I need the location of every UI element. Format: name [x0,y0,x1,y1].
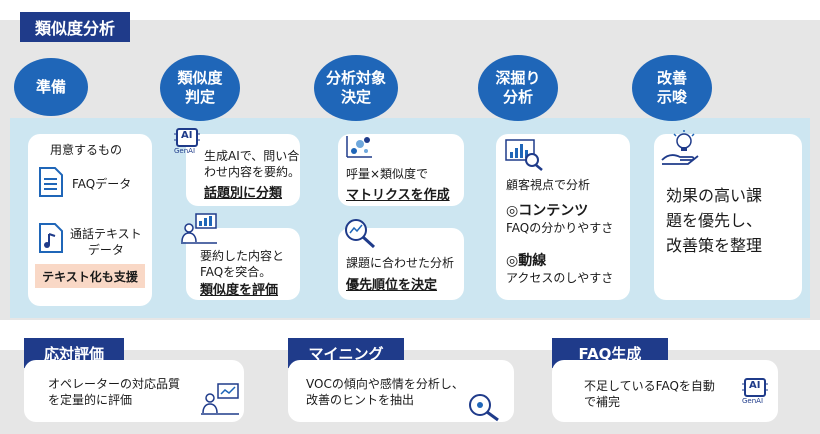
similarity-card-2-bold: 類似度を評価 [200,283,279,298]
step-prep-label: 準備 [35,77,66,96]
genai-label: GenAI [174,147,196,155]
target-card-2-bold: 優先順位を決定 [346,278,438,293]
step-improve-label: 改善 示唆 [656,69,687,106]
target-card-2-text: 課題に合わせた分析 [346,256,455,270]
chart-magnifier-icon [505,139,543,171]
magnifier-hand-icon [469,394,499,422]
down-arrow [222,208,266,224]
bottom-text-mining: VOCの傾向や感情を分析し、 改善のヒントを抽出 [306,377,464,408]
bubble-chart-icon [346,136,372,158]
step-deep-label: 深掘り 分析 [495,69,541,106]
similarity-card-2-text: 要約した内容と FAQを突合。 [200,249,285,280]
page-title: 類似度分析 [20,12,130,42]
deep-intro: 顧客視点で分析 [506,178,591,192]
step-improve: 改善 示唆 [632,55,712,121]
similarity-card-1 [186,134,300,206]
step-prep: 準備 [14,58,88,116]
target-card-1-text: 呼量×類似度で [346,167,429,181]
deep-h1: ◎コンテンツ [506,203,589,219]
improve-card [654,134,802,300]
similarity-card-2 [186,228,300,300]
step-target: 分析対象 決定 [314,55,398,121]
prep-item-call-text: 通話テキスト データ [70,227,142,258]
bottom-card-faq-generation [552,360,778,422]
step-similarity-label: 類似度 判定 [177,69,223,106]
lightbulb-hand-icon [661,130,699,165]
ai-chip-icon: AI GenAI [172,126,202,156]
similarity-card-1-text: 生成AIで、問い合 わせ内容を要約。 [204,149,301,180]
step-similarity: 類似度 判定 [160,55,240,121]
improve-text: 効果の高い課 題を優先し、 改善策を整理 [666,186,763,255]
genai-label: GenAI [742,397,764,405]
ai-chip-text: AI [181,130,193,141]
bottom-text-faq-generation: 不足しているFAQを自動 で補完 [584,379,715,410]
down-arrow [378,208,422,224]
target-card-1-bold: マトリクスを作成 [346,188,450,203]
step-target-label: 分析対象 決定 [325,69,386,106]
deep-h2: ◎動線 [506,253,547,269]
prep-heading: 用意するもの [50,143,123,157]
operator-monitor-icon [201,383,239,415]
deep-t2: アクセスのしやすさ [506,271,614,285]
similarity-card-1-bold: 話題別に分類 [204,186,283,201]
prep-item-faq: FAQデータ [72,177,132,191]
bottom-text-evaluation: オペレーターの対応品質 を定量的に評価 [48,377,181,408]
magnifier-icon [345,219,376,249]
ai-chip-text: AI [749,380,761,391]
ai-chip-icon: AI GenAI [740,376,770,408]
deep-t1: FAQの分かりやすさ [506,221,614,235]
prep-tag: テキスト化も支援 [35,264,145,288]
deep-card [496,134,630,300]
analyst-icon [181,213,217,244]
step-deep: 深掘り 分析 [478,55,558,121]
audio-file-icon [39,223,63,253]
document-icon [39,167,63,197]
